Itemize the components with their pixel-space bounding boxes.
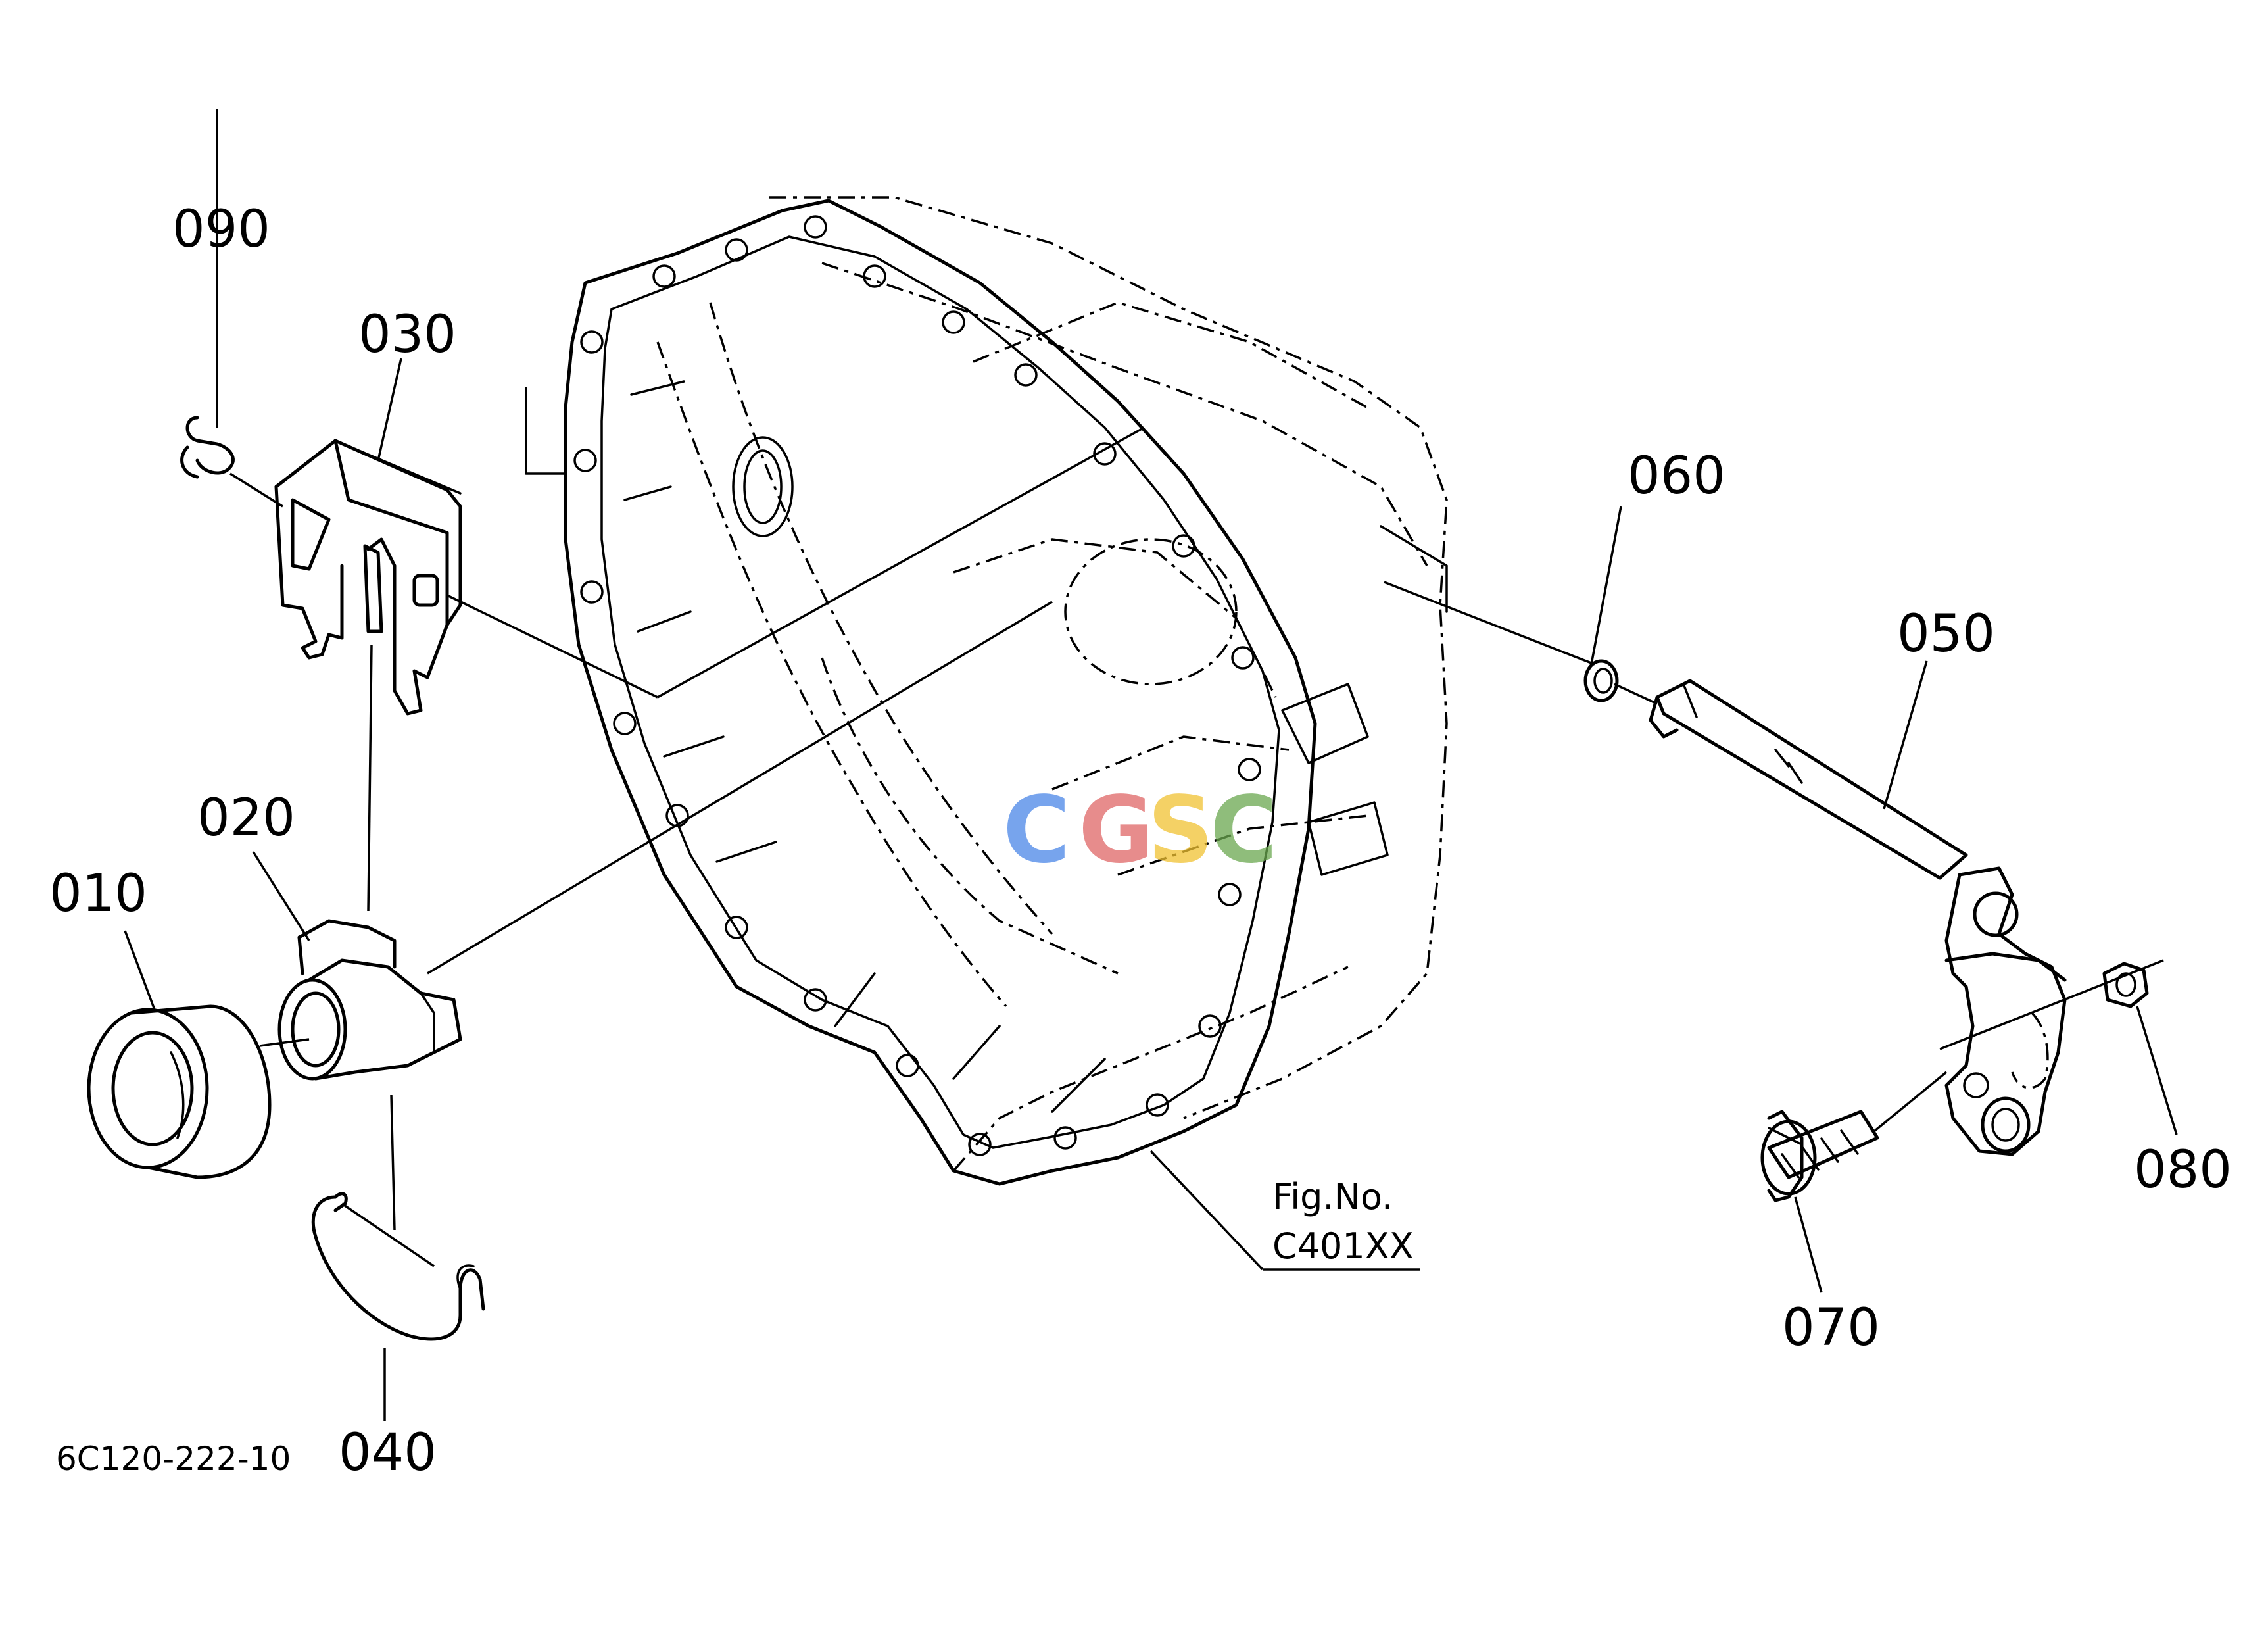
watermark-letter: C: [1003, 777, 1071, 884]
label-010: 010: [49, 864, 147, 923]
watermark-logo: C G S C: [1003, 777, 1278, 884]
watermark-letter: G: [1078, 777, 1154, 884]
figure-reference: Fig.No. C401XX: [1272, 1176, 1414, 1267]
nut: [2102, 962, 2149, 1008]
label-070: 070: [1782, 1298, 1880, 1358]
part-labels: 090 030 020 010 040 060 050 080 070: [49, 200, 2232, 1483]
spring-clip: [311, 1192, 485, 1341]
leader-lines: [124, 109, 2178, 1421]
release-fork: [274, 439, 462, 716]
watermark-letter: S: [1147, 777, 1214, 884]
release-bearing: [87, 1004, 272, 1179]
label-050: 050: [1897, 604, 1995, 664]
label-060: 060: [1628, 447, 1725, 506]
drawing-number: 6C120-222-10: [56, 1440, 291, 1478]
bolt: [1760, 1110, 1879, 1202]
housing-bolt-holes: [573, 215, 1261, 1156]
release-shaft: [1649, 679, 2067, 1156]
release-hub: [277, 919, 462, 1081]
label-040: 040: [339, 1423, 437, 1483]
snap-pin: [180, 416, 235, 479]
clutch-housing: [525, 196, 1448, 1186]
label-030: 030: [358, 305, 456, 364]
label-090: 090: [172, 200, 270, 259]
label-080: 080: [2134, 1141, 2232, 1200]
watermark-letter: C: [1210, 777, 1278, 884]
fig-ref-line2: C401XX: [1272, 1225, 1414, 1267]
o-ring: [1583, 659, 1619, 702]
label-020: 020: [197, 789, 295, 848]
fig-ref-line1: Fig.No.: [1272, 1176, 1393, 1217]
